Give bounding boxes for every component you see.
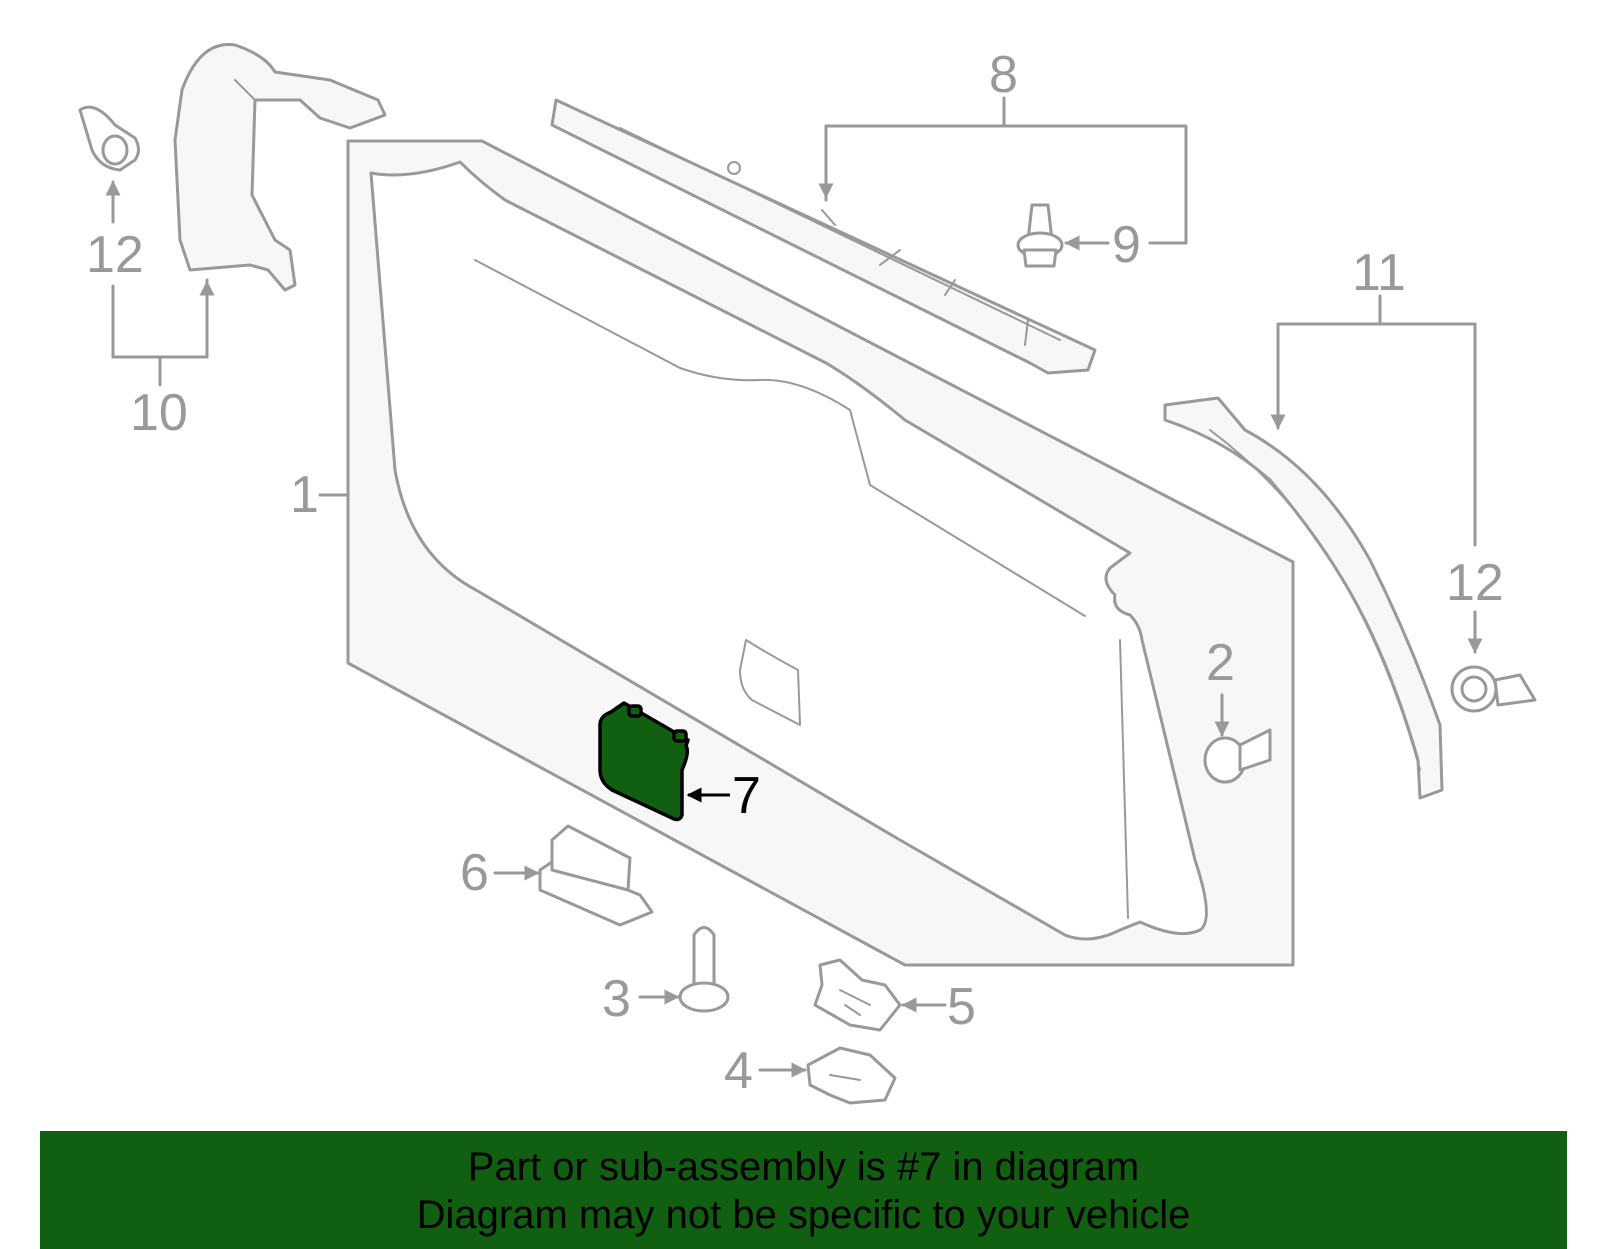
callout-1: 1	[290, 466, 319, 524]
bracket-8	[824, 124, 1188, 245]
callout-6: 6	[460, 844, 489, 902]
callout-12-right: 12	[1446, 554, 1504, 612]
liftgate-trim-panel	[346, 139, 1295, 967]
leader-lines	[105, 96, 1483, 1078]
callout-2: 2	[1206, 634, 1235, 692]
callout-4: 4	[724, 1042, 753, 1100]
callout-12-left: 12	[86, 226, 144, 284]
banner-line-2: Diagram may not be specific to your vehi…	[416, 1193, 1191, 1237]
part-7-cover[interactable]	[598, 701, 690, 822]
callout-7: 7	[732, 767, 761, 825]
part-12-right-fastener	[1450, 665, 1537, 713]
part-10-pillar-trim	[173, 43, 387, 292]
part-4-bracket	[806, 1046, 897, 1105]
callout-10: 10	[130, 384, 188, 442]
part-9-clip	[1016, 203, 1064, 268]
callout-11: 11	[1352, 244, 1406, 302]
part-6-lamp	[538, 824, 654, 927]
callout-5: 5	[947, 978, 976, 1036]
part-8-upper-garnish	[550, 98, 1097, 375]
bracket-11	[1276, 322, 1477, 547]
banner-line-1: Part or sub-assembly is #7 in diagram	[467, 1145, 1140, 1189]
part-11-pillar-trim	[1163, 396, 1444, 800]
callout-labels: 1 2 3 4 5 6 7 8 9 10 11 12 12	[86, 46, 1504, 1100]
callout-9: 9	[1112, 216, 1141, 274]
callout-3: 3	[602, 970, 631, 1028]
part-5-bracket	[813, 958, 902, 1032]
part-3-bolt	[678, 926, 730, 1013]
info-banner: Part or sub-assembly is #7 in diagram Di…	[40, 1131, 1567, 1249]
part-2-push-clip	[1203, 728, 1272, 784]
part-12-left-fastener	[78, 105, 140, 172]
callout-8: 8	[989, 46, 1018, 104]
bracket-10	[111, 278, 209, 359]
